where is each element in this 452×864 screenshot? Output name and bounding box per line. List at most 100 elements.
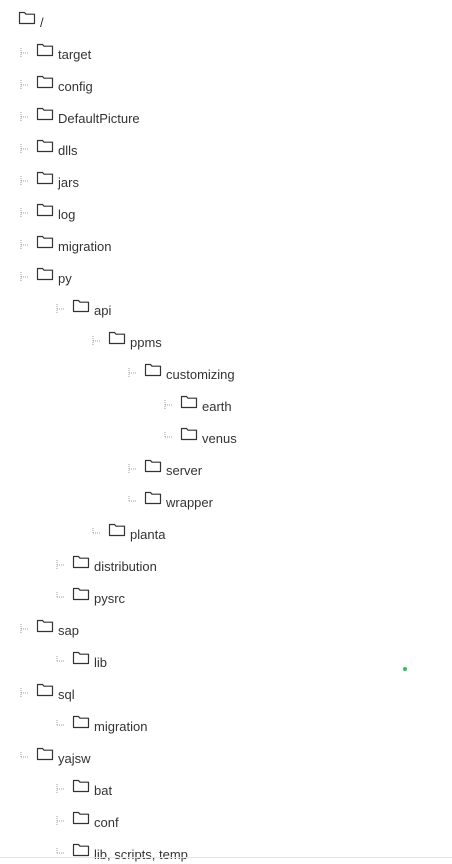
tree-node[interactable]: lib, scripts, temp <box>56 840 188 864</box>
tree-node-label: server <box>166 462 203 478</box>
tree-branch-connector <box>56 815 64 825</box>
tree-node-label: py <box>58 270 72 286</box>
tree-node-label: pysrc <box>94 590 126 606</box>
folder-icon <box>36 171 54 184</box>
tree-node[interactable]: api <box>56 296 111 320</box>
tree-node[interactable]: log <box>20 200 75 224</box>
tree-branch-connector <box>128 367 136 377</box>
tree-node-label: migration <box>94 718 148 734</box>
tree-node-label: wrapper <box>166 494 213 510</box>
tree-node[interactable]: jars <box>20 168 79 192</box>
folder-icon <box>72 587 90 600</box>
tree-branch-connector <box>20 79 28 89</box>
folder-icon <box>72 555 90 568</box>
tree-node[interactable]: target <box>20 40 91 64</box>
tree-branch-connector <box>92 335 100 345</box>
tree-branch-connector <box>128 463 136 473</box>
tree-node-label: DefaultPicture <box>58 110 140 126</box>
tree-last-branch-connector <box>56 719 64 725</box>
tree-last-branch-connector <box>56 591 64 597</box>
tree-node-label: earth <box>202 398 232 414</box>
tree-node-label: / <box>40 14 44 30</box>
folder-icon <box>36 267 54 280</box>
folder-icon <box>144 491 162 504</box>
tree-node-label: distribution <box>94 558 157 574</box>
folder-icon <box>72 811 90 824</box>
folder-icon <box>36 139 54 152</box>
tree-node[interactable]: ppms <box>92 328 162 352</box>
folder-icon <box>36 235 54 248</box>
tree-branch-connector <box>20 111 28 121</box>
folder-icon <box>18 11 36 24</box>
tree-node[interactable]: wrapper <box>128 488 213 512</box>
tree-node-label: dlls <box>58 142 78 158</box>
tree-branch-connector <box>20 47 28 57</box>
tree-node-label: venus <box>202 430 237 446</box>
bottom-divider <box>0 857 452 858</box>
folder-icon <box>36 107 54 120</box>
folder-icon <box>72 715 90 728</box>
tree-branch-connector <box>56 303 64 313</box>
tree-node-label: log <box>58 206 76 222</box>
tree-branch-connector <box>20 239 28 249</box>
tree-branch-connector <box>20 687 28 697</box>
tree-branch-connector <box>20 143 28 153</box>
folder-icon <box>72 651 90 664</box>
tree-node-label: customizing <box>166 366 235 382</box>
tree-node[interactable]: lib <box>56 648 107 672</box>
tree-last-branch-connector <box>164 431 172 437</box>
tree-branch-connector <box>20 623 28 633</box>
tree-node[interactable]: sql <box>20 680 75 704</box>
tree-last-branch-connector <box>92 527 100 533</box>
tree-node-label: config <box>58 78 93 94</box>
tree-node[interactable]: customizing <box>128 360 235 384</box>
folder-icon <box>36 683 54 696</box>
tree-node[interactable]: earth <box>164 392 232 416</box>
folder-icon <box>36 203 54 216</box>
tree-node[interactable]: venus <box>164 424 237 448</box>
tree-node-label: bat <box>94 782 113 798</box>
tree-branch-connector <box>20 271 28 281</box>
tree-node-label: yajsw <box>58 750 91 766</box>
tree-last-branch-connector <box>20 751 28 757</box>
tree-node[interactable]: py <box>20 264 72 288</box>
folder-icon <box>108 331 126 344</box>
folder-icon <box>36 75 54 88</box>
tree-node[interactable]: yajsw <box>20 744 91 768</box>
tree-branch-connector <box>164 399 172 409</box>
tree-node[interactable]: / <box>18 8 44 32</box>
tree-node-label: sap <box>58 622 79 638</box>
tree-branch-connector <box>56 783 64 793</box>
folder-icon <box>36 43 54 56</box>
tree-branch-connector <box>20 175 28 185</box>
folder-icon <box>180 427 198 440</box>
tree-node-label: migration <box>58 238 112 254</box>
tree-node[interactable]: conf <box>56 808 119 832</box>
tree-last-branch-connector <box>128 495 136 501</box>
tree-node-label: api <box>94 302 112 318</box>
folder-icon <box>144 363 162 376</box>
tree-node[interactable]: distribution <box>56 552 157 576</box>
tree-node[interactable]: server <box>128 456 202 480</box>
tree-node[interactable]: planta <box>92 520 165 544</box>
tree-node[interactable]: config <box>20 72 93 96</box>
tree-node[interactable]: bat <box>56 776 112 800</box>
tree-last-branch-connector <box>56 655 64 661</box>
tree-branch-connector <box>56 559 64 569</box>
tree-node[interactable]: sap <box>20 616 79 640</box>
tree-node[interactable]: migration <box>20 232 111 256</box>
tree-node-label: sql <box>58 686 75 702</box>
tree-node[interactable]: migration <box>56 712 147 736</box>
tree-node[interactable]: dlls <box>20 136 78 160</box>
tree-node-label: conf <box>94 814 119 830</box>
green-dot-icon <box>403 667 407 671</box>
folder-icon <box>144 459 162 472</box>
folder-icon <box>36 619 54 632</box>
tree-branch-connector <box>20 207 28 217</box>
folder-icon <box>72 299 90 312</box>
tree-node[interactable]: DefaultPicture <box>20 104 140 128</box>
tree-node-label: jars <box>58 174 79 190</box>
folder-icon <box>72 779 90 792</box>
tree-node[interactable]: pysrc <box>56 584 125 608</box>
tree-node-label: lib <box>94 654 108 670</box>
